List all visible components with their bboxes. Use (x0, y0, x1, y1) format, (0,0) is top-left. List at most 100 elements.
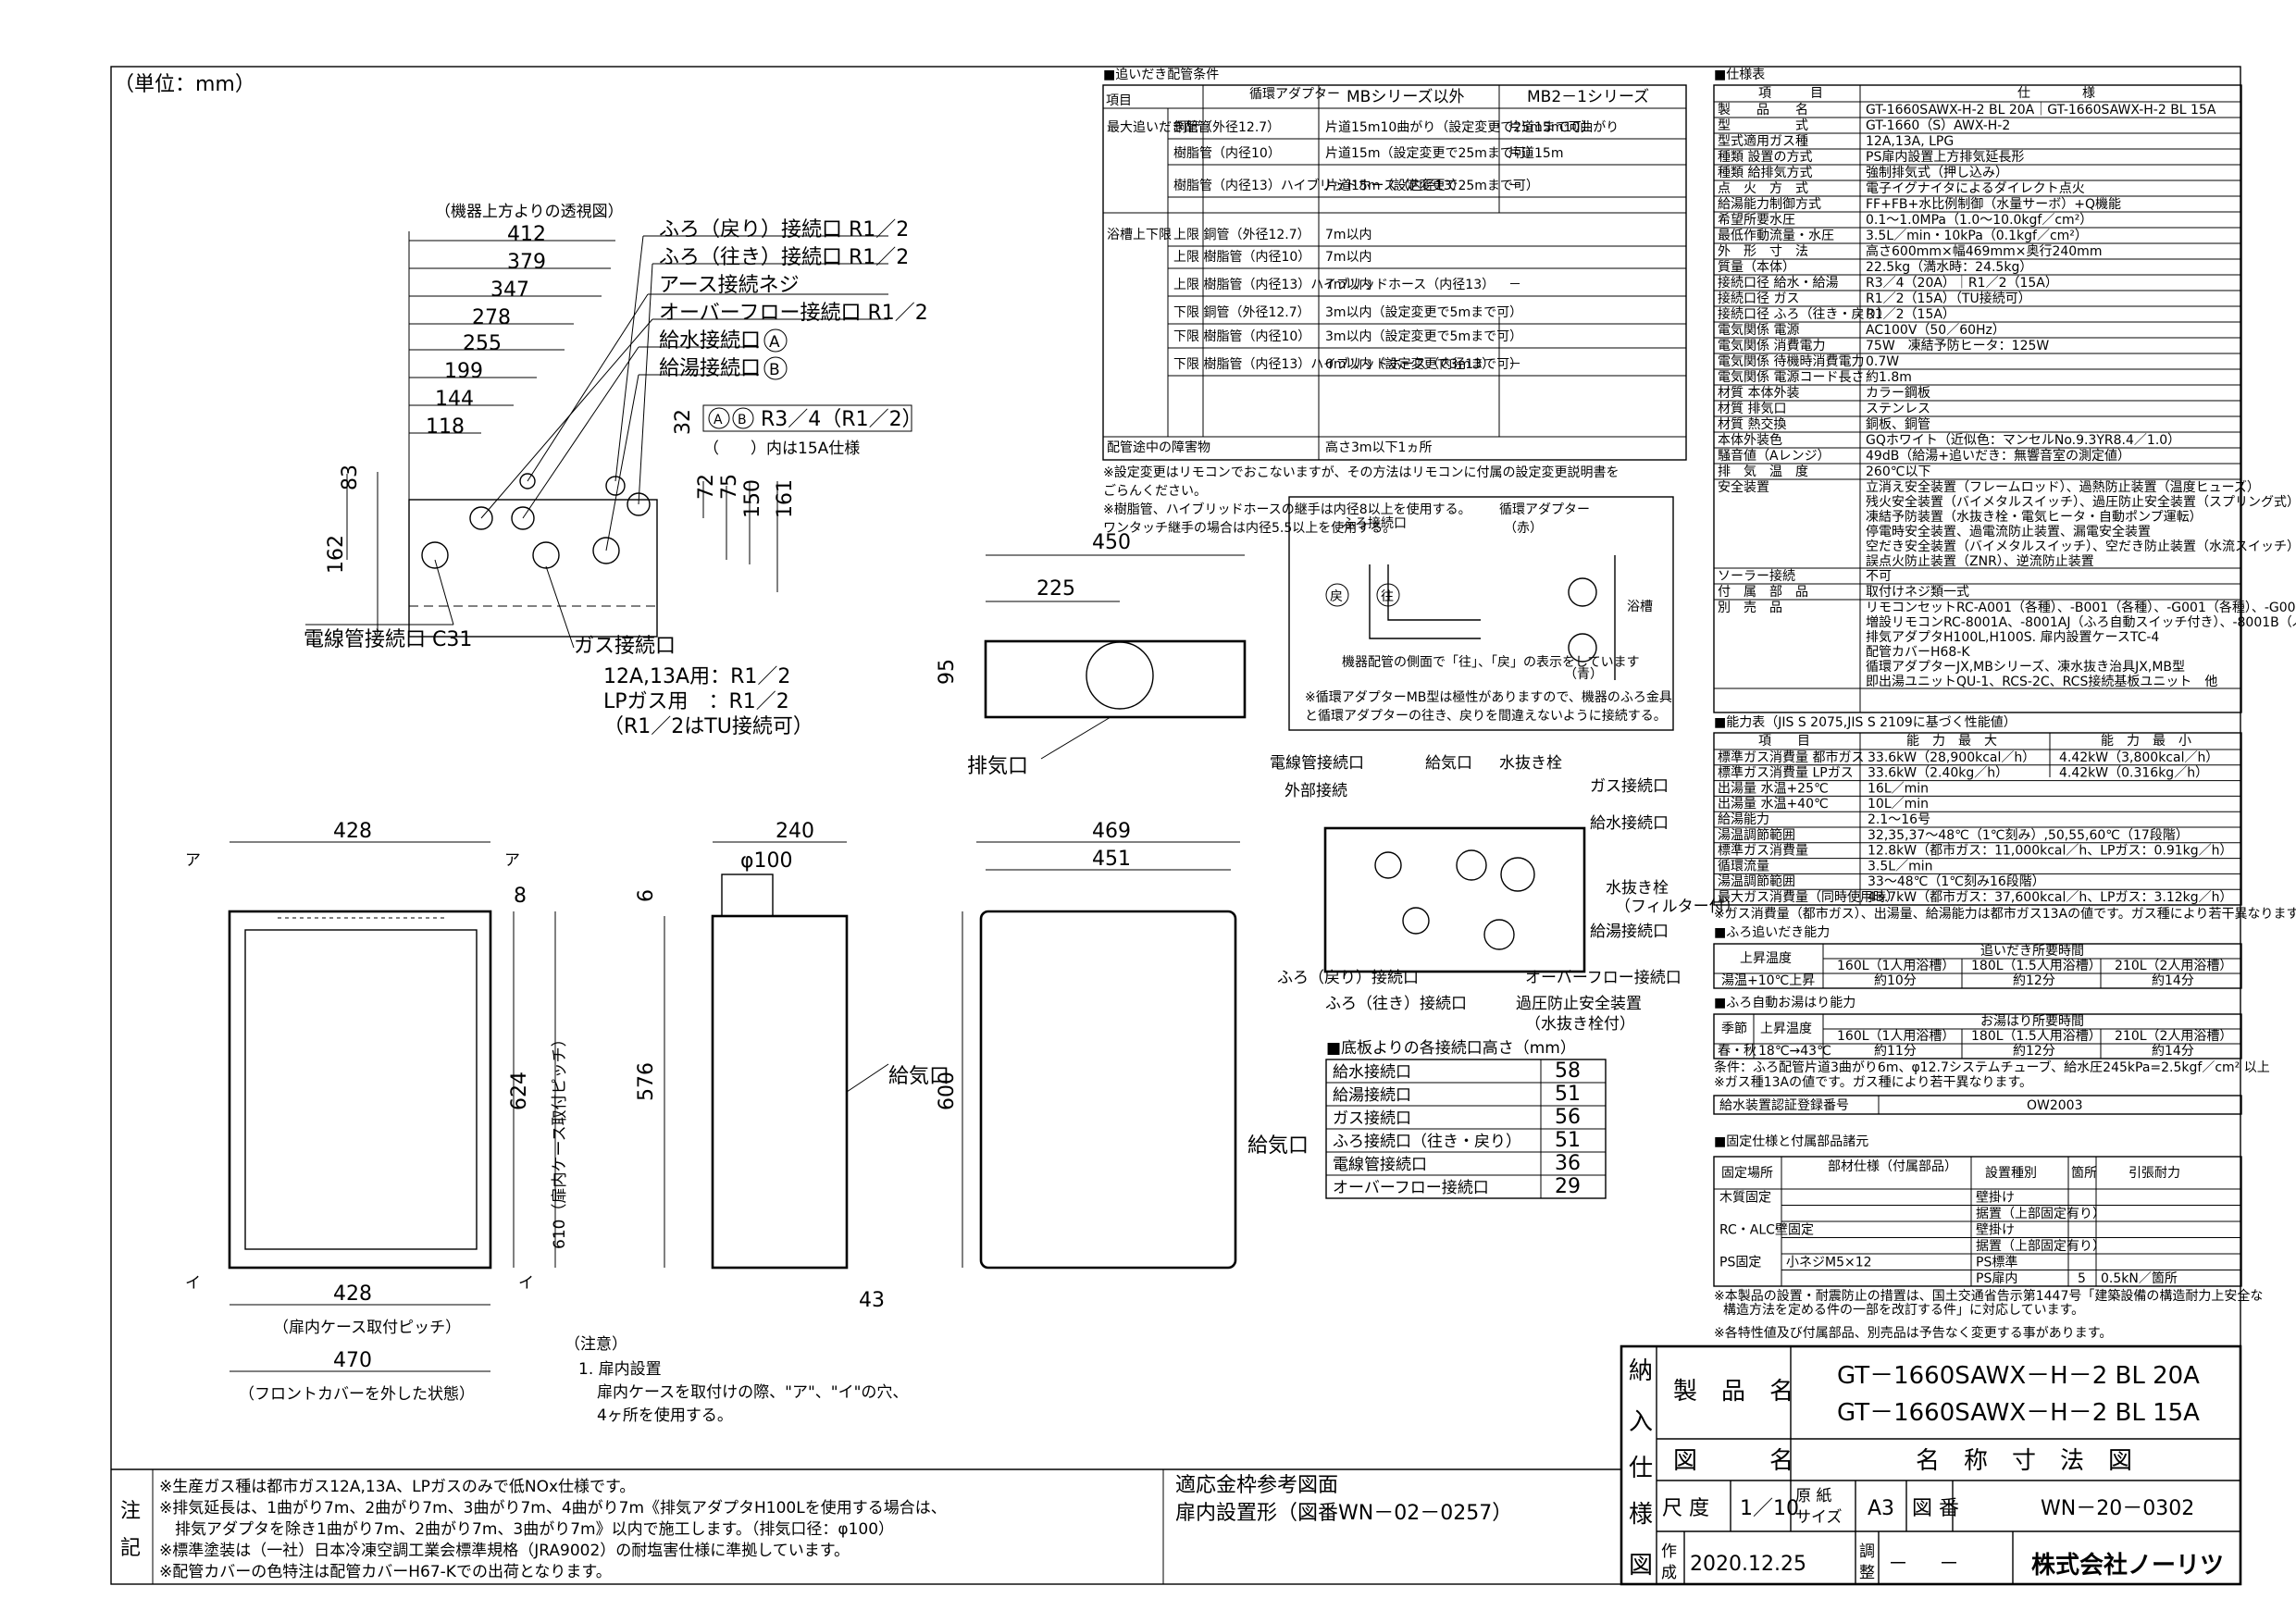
bottom-body (1323, 826, 1586, 973)
front-dim-624: 624 (508, 1072, 531, 1110)
spec-row-value: 即出湯ユニットQU-1、RCS-2C、RCS接続基板ユニット 他 (1866, 674, 2217, 689)
exhaust-dim-450: 450 (1092, 531, 1131, 554)
spec-row-label: 安全装置 (1718, 479, 1769, 495)
right-view: 469 451 600 給気口 (936, 820, 1309, 1270)
adapter-side-note: 機器配管の側面で「往」、「戻」の表示をしています (1342, 655, 1640, 670)
oidaki-row-mb2: － (1508, 278, 1521, 292)
noryoku-row-max: 16L／min (1868, 781, 1929, 796)
spec-row-label: ソーラー接続 (1718, 568, 1795, 584)
conduit-label: 電線管接続口 C31 (304, 628, 472, 651)
oidaki-note: ※樹脂管、ハイブリッドホースの継手は内径8以上を使用する。 (1103, 502, 1471, 517)
adapter-red: （赤） (1504, 521, 1543, 536)
oidaki-row-mb2: 片道15m (1508, 146, 1563, 161)
oidaki-cap-r2: 約12分 (2013, 973, 2055, 988)
dim-347: 347 (490, 279, 529, 302)
tb-genshi: A3 (1868, 1497, 1894, 1520)
front-dim-470: 470 (333, 1349, 372, 1372)
top-view-outline (408, 499, 658, 638)
spec-row-value: GT-1660SAWX-H-2 BL 20A｜GT-1660SAWX-H-2 B… (1866, 103, 2216, 118)
vdim-83: 83 (339, 465, 362, 490)
oidaki-row-item: 下限 樹脂管（内径13）ハイブリッドホース（内径13） (1173, 356, 1495, 372)
spec-row-label: 製 品 名 (1718, 103, 1808, 118)
water-port-icon (511, 506, 535, 530)
kyusui-value: OW2003 (2027, 1098, 2083, 1113)
oidaki-cap-h1: 追いだき所要時間 (1980, 944, 2084, 959)
oidaki-row-mb: 7m以内 (1325, 278, 1372, 292)
spec-row-label: 材質 本体外装 (1718, 386, 1799, 401)
side-dim-6: 6 (635, 889, 658, 902)
auto-cap-note-2: ※ガス種13Aの値です。ガス種により若干異なります。 (1714, 1075, 2032, 1090)
noryoku-title: ■能力表（JIS S 2075,JIS S 2109に基づく性能値） (1714, 714, 2017, 730)
spec-row-value: 3.5L／min・10kPa（0.1kgf／cm²） (1866, 229, 2088, 243)
spec-row-label: 別 売 品 (1718, 601, 1782, 615)
right-body (979, 910, 1237, 1270)
oidaki-row-group: 最大追いだき配管 (1107, 120, 1210, 135)
spec-row-label: 外 形 寸 法 (1718, 244, 1808, 259)
spec-row-label: 型 式 (1718, 118, 1808, 133)
spec-row-label: 種類 設置の方式 (1718, 150, 1812, 165)
dim-412: 412 (507, 223, 546, 246)
oidaki-cap-r0: 湯温+10℃上昇 (1721, 973, 1815, 988)
bl-8: 給湯接続口 (1590, 923, 1669, 941)
auto-cap-r1: 18℃→43℃ (1758, 1044, 1831, 1059)
right-dim-469: 469 (1092, 820, 1131, 843)
notes-item-2: 扉内ケースを取付けの際、"ア"、"イ"の穴、 (597, 1383, 908, 1402)
height-row-label: 給湯接続口 (1333, 1086, 1411, 1105)
front-view: 428 ア ア 8 624 610（扉内ケース取付ピッチ） イ イ 428 （扉… (185, 820, 569, 1404)
oidaki-capacity: ■ふろ追いだき能力 上昇温度 追いだき所要時間 160L（1人用浴槽） 180L… (1713, 925, 2242, 989)
unit-label: （単位：mm） (114, 73, 255, 96)
noryoku-row-label: 湯温調節範囲 (1718, 827, 1795, 843)
oidaki-row-mb: 3m以内（設定変更で5mまで可） (1325, 304, 1522, 320)
vdim-150: 150 (741, 479, 764, 518)
front-dim-428b: 428 (333, 1282, 372, 1306)
bl-5: 給水接続口 (1590, 814, 1669, 833)
noryoku-row-max: 32,35,37～48℃（1℃刻み）,50,55,60℃（17段階） (1868, 828, 2189, 843)
kotei-row-type: PS標準 (1976, 1256, 2017, 1270)
height-row-label: 給水接続口 (1333, 1063, 1411, 1082)
spec-row-label: 最低作動流量・水圧 (1718, 229, 1834, 243)
auto-cap-h0: 季節 (1721, 1021, 1747, 1036)
spec-row-label: 型式適用ガス種 (1718, 133, 1808, 149)
height-row-label: オーバーフロー接続口 (1333, 1179, 1489, 1197)
spec-row-label: 質量（本体） (1718, 260, 1795, 275)
spec-row-value: 取付けネジ類一式 (1866, 585, 1969, 600)
spec-row-label: 電気関係 消費電力 (1718, 339, 1825, 353)
gas-spec-1: 12A,13A用：R1／2 (603, 665, 790, 688)
height-row-label: ガス接続口 (1333, 1109, 1411, 1128)
noryoku-table: ■能力表（JIS S 2075,JIS S 2109に基づく性能値） 項 目 能… (1713, 714, 2296, 922)
oidaki-note: ごらんください。 (1103, 484, 1207, 499)
auto-cap-r3: 約12分 (2013, 1044, 2055, 1059)
spec-row-value: 260℃以下 (1866, 465, 1930, 479)
noryoku-row-max: 2.1～16号 (1868, 812, 1930, 827)
tb-zuban-label: 図 番 (1912, 1497, 1959, 1520)
oidaki-row-mb: 高さ3m以下1ヵ所 (1325, 440, 1432, 455)
tb-genshi-label-1: 原 紙 (1795, 1487, 1831, 1505)
tb-sakusei-2: 成 (1661, 1564, 1677, 1582)
noryoku-row-min: 4.42kW（0.316kg／h） (2059, 766, 2208, 781)
spec-row-label: 材質 熱交換 (1718, 416, 1786, 432)
auto-cap-note-1: 条件：ふろ配管片道3曲がり6m、φ12.7システムチューブ、給水圧245kPa=… (1714, 1059, 2270, 1075)
oidaki-row-mb: 3m以内（設定変更で5mまで可） (1325, 328, 1522, 344)
oidaki-cap-c2: 210L（2人用浴槽） (2115, 959, 2232, 973)
oidaki-note: ※設定変更はリモコンでおこないますが、その方法はリモコンに付属の設定変更説明書を (1103, 465, 1619, 480)
earth-screw-icon (519, 473, 536, 489)
tb-side-1: 納 (1629, 1357, 1653, 1385)
kotei-title: ■固定仕様と付属部品諸元 (1714, 1134, 1868, 1149)
footer-ref-1: 適応金枠参考図面 (1175, 1474, 1338, 1497)
front-dim-610: 610（扉内ケース取付ピッチ） (551, 1031, 569, 1249)
dim-144: 144 (435, 388, 474, 411)
bl-2: 給気口 (1425, 754, 1472, 773)
spec-row-value: PS扉内設置上方排気延長形 (1866, 150, 2024, 165)
oidaki-row-group: 配管途中の障害物 (1107, 440, 1210, 455)
side-dim-phi100: φ100 (740, 849, 793, 873)
tb-zuban: WN－20－0302 (2041, 1497, 2194, 1520)
tb-chosei-2: 整 (1859, 1564, 1875, 1582)
kotei-note-2: 構造方法を定める件の一部を改訂する件」に対応しています。 (1723, 1303, 2084, 1318)
dim-118: 118 (426, 415, 465, 439)
spec-row-value: GT-1660（S）AWX-H-2 (1866, 118, 2010, 133)
spec-row-value: 銅板、銅管 (1866, 417, 1930, 432)
adapter-iki: 往 (1381, 589, 1394, 604)
footer-line-3: 排気アダプタを除き1曲がり7m、2曲がり7m、3曲がり7m》以内で施工します。（… (159, 1520, 894, 1539)
oidaki-row-mb2: 片道15m10曲がり (1508, 120, 1619, 135)
bath-go-port-icon (627, 492, 651, 516)
